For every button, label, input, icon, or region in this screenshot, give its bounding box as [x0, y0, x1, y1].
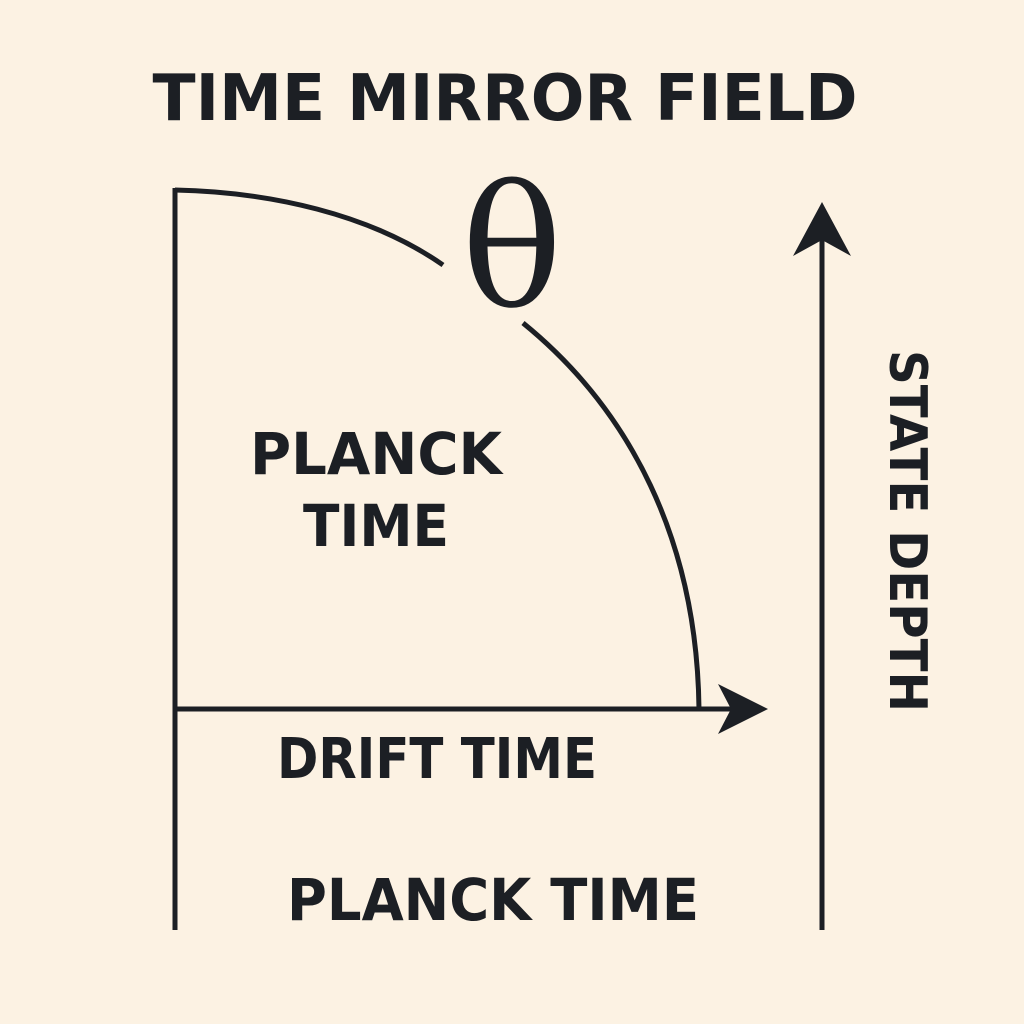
region-label-line1: PLANCK — [250, 420, 504, 488]
bottom-label: PLANCK TIME — [287, 866, 699, 934]
vertical-axis-arrowhead — [793, 202, 851, 256]
vertical-axis-label: STATE DEPTH — [877, 350, 937, 712]
diagram-title: TIME MIRROR FIELD — [153, 62, 858, 136]
theta-symbol: θ — [461, 150, 562, 346]
horizontal-axis-label: DRIFT TIME — [277, 727, 597, 792]
arc-upper-segment — [174, 187, 445, 268]
horizontal-axis-arrowhead — [718, 684, 768, 734]
arc-lower-segment — [521, 321, 702, 710]
region-label-line2: TIME — [303, 492, 449, 560]
